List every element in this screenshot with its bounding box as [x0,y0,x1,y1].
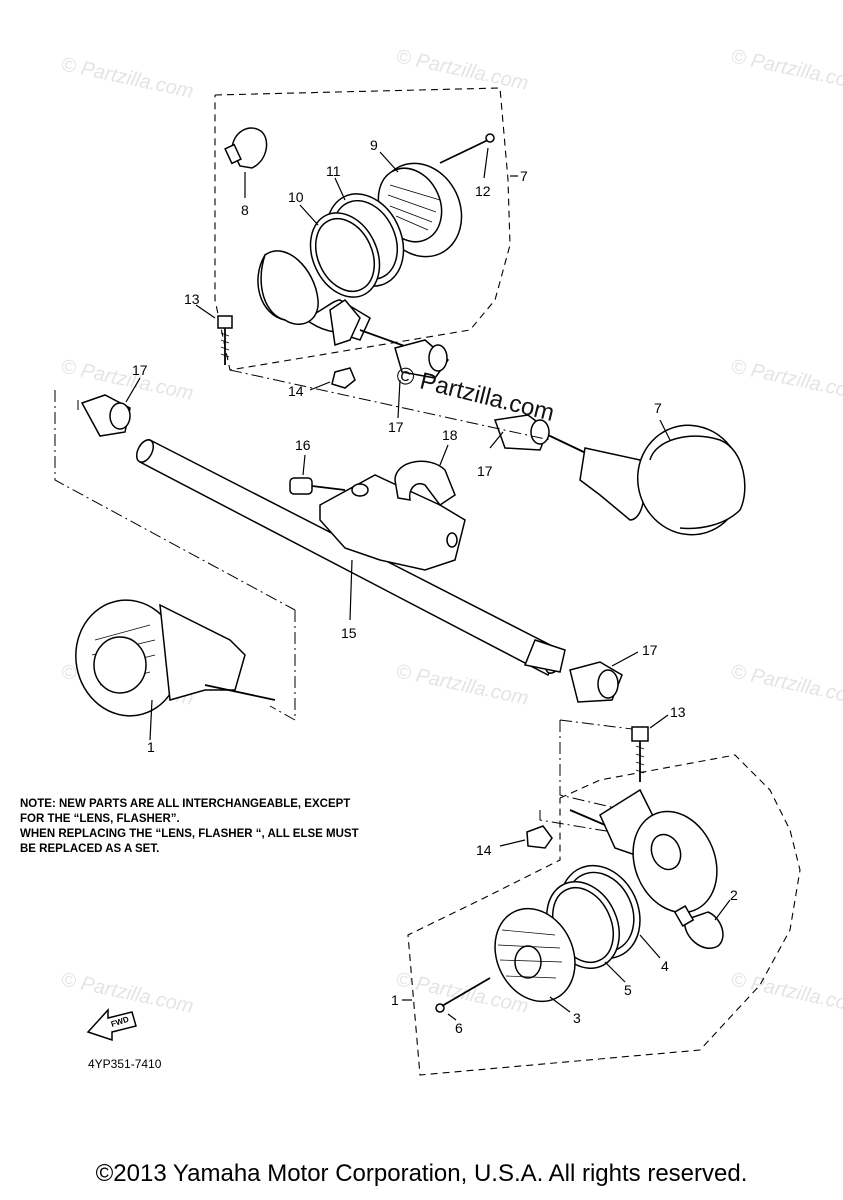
callout-13: 13 [670,704,686,720]
grommet-17-b [394,339,450,419]
fwd-arrow-icon: FWD [86,1008,137,1042]
watermark: © Partzilla.com [729,45,843,95]
callout-2: 2 [730,887,738,903]
callout-14: 14 [476,842,492,858]
callout-17: 17 [642,642,658,658]
callout-8: 8 [241,202,249,218]
screw-12 [439,133,495,179]
flasher-1-left [75,599,276,741]
callout-3: 3 [573,1010,581,1026]
gasket-10 [299,204,381,298]
bolt-13-bottom [631,714,669,782]
callout-7: 7 [654,400,662,416]
callout-9: 9 [370,137,378,153]
callout-15: 15 [341,625,357,641]
stay-tube-15 [135,438,566,677]
note-line: BE REPLACED AS A SET. [20,843,160,855]
bolt-16 [289,454,346,495]
grommet-17-a [77,377,141,437]
watermark: © Partzilla.com [394,660,530,710]
callout-6: 6 [455,1020,463,1036]
flasher-body-top [257,250,411,349]
grommet-17-d [569,651,639,703]
callout-4: 4 [661,958,669,974]
watermark: © Partzilla.com [729,968,843,1018]
callout-5: 5 [624,982,632,998]
bolt-13-top [195,304,233,365]
watermark: © Partzilla.com [729,660,843,710]
assembly-box-1-bottom [407,754,801,1076]
callout-labels: 8 9 11 10 12 7 13 14 17 17 17 7 16 18 15… [132,137,738,1036]
callout-17: 17 [388,419,404,435]
interchangeability-note: NOTE: NEW PARTS ARE ALL INTERCHANGEABLE,… [20,797,450,857]
watermark: © Partzilla.com [394,45,530,95]
callout-17: 17 [132,362,148,378]
note-line: WHEN REPLACING THE “LENS, FLASHER “, ALL… [20,828,359,840]
copyright-notice: ©2013 Yamaha Motor Corporation, U.S.A. A… [95,1160,748,1187]
callout-1: 1 [147,739,155,755]
flasher-body-bottom [569,788,718,914]
callout-18: 18 [442,427,458,443]
note-line: FOR THE “LENS, FLASHER”. [20,813,180,825]
callout-12: 12 [475,183,491,199]
callout-14: 14 [288,383,304,399]
watermark: © Partzilla.com [59,53,195,103]
watermark: © Partzilla.com [729,355,843,405]
center-watermark: © Partzilla.com [394,362,557,427]
callout-16: 16 [295,437,311,453]
bulb-8 [224,127,268,198]
watermark: © Partzilla.com [59,968,195,1018]
bulb-2 [673,899,731,949]
clamp-18 [394,444,456,507]
diagram-code: 4YP351-7410 [88,1057,162,1071]
grommet-17-c [489,414,550,451]
watermark: © Partzilla.com [59,355,195,405]
flasher-7-right [547,419,746,536]
callout-13: 13 [184,291,200,307]
callout-1: 1 [391,992,399,1008]
callout-11: 11 [326,163,341,179]
nut-14-top [309,367,356,391]
nut-14-bottom [499,825,553,849]
callout-10: 10 [288,189,304,205]
lens-3 [494,907,576,1013]
callout-17: 17 [477,463,493,479]
screw-6 [435,977,491,1021]
callout-7: 7 [520,168,528,184]
note-line: NOTE: NEW PARTS ARE ALL INTERCHANGEABLE,… [20,798,351,810]
